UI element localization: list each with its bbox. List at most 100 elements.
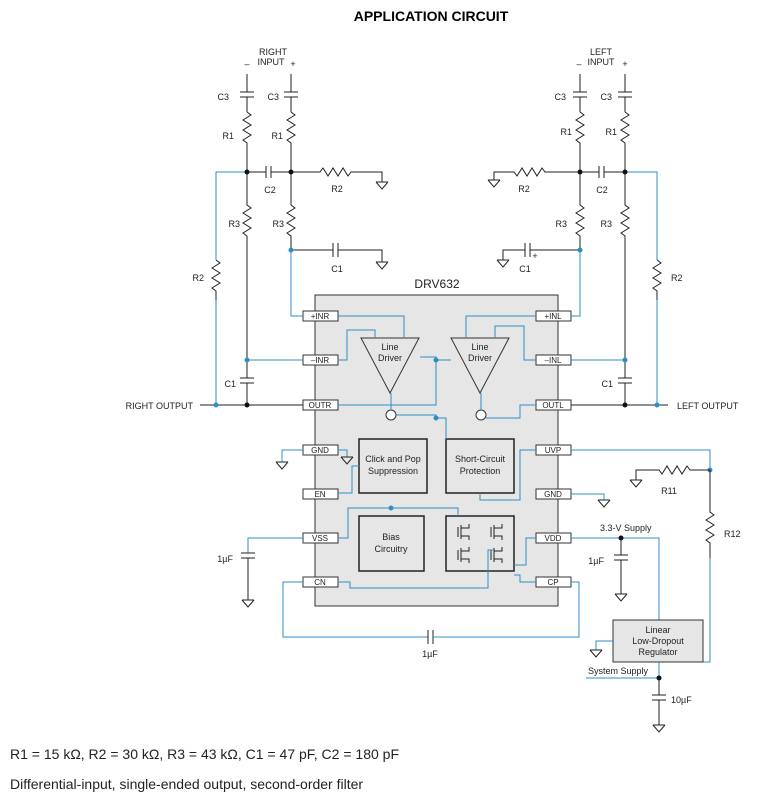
right-c3-plus-label: C3 <box>267 92 279 102</box>
right-c1-feedback-label: C1 <box>224 379 236 389</box>
right-r3-minus-label: R3 <box>228 219 240 229</box>
short-circuit-label-1: Short-Circuit <box>455 454 506 464</box>
click-pop-label-2: Suppression <box>368 466 418 476</box>
node-dot <box>622 357 628 363</box>
node-dot <box>213 402 219 408</box>
left-c1-ground-label: C1 <box>519 264 531 274</box>
left-side-external: 1µF 1µF <box>217 449 580 659</box>
pin-vss: VSS <box>312 534 328 543</box>
left-c3-plus-label: C3 <box>600 92 612 102</box>
right-c1-ground-label: C1 <box>331 264 343 274</box>
left-input-plus: + <box>622 59 627 69</box>
system-capacitor-label: 10µF <box>671 695 692 705</box>
node-dot <box>244 169 250 175</box>
supply-33-label: 3.3-V Supply <box>600 523 652 533</box>
right-side-external: R11 R12 1µF 3.3-V Supply Linear Low-Drop… <box>571 449 741 733</box>
line-driver-right-label-2: Driver <box>378 353 402 363</box>
bias-circuitry-block <box>358 515 425 572</box>
click-pop-suppression-block <box>358 438 428 494</box>
right-c2-label: C2 <box>264 185 276 195</box>
short-circuit-label-2: Protection <box>460 466 501 476</box>
left-r3-minus-label: R3 <box>555 219 567 229</box>
junction-dot <box>433 357 439 363</box>
pin-gnd-left: GND <box>311 446 329 455</box>
left-output-label: LEFT OUTPUT <box>677 401 739 411</box>
left-input-minus: – <box>576 59 581 69</box>
right-r2-ground-label: R2 <box>331 184 343 194</box>
ldo-label-3: Regulator <box>638 647 677 657</box>
right-input-plus: + <box>290 59 295 69</box>
pin-inl-plus: +INL <box>544 312 562 321</box>
pin-cn: CN <box>314 578 326 587</box>
node-dot <box>244 357 250 363</box>
vdd-capacitor-label: 1µF <box>588 556 604 566</box>
right-input-network: RIGHT INPUT – + C3 R1 C3 R1 C2 R2 R3 R3 … <box>126 47 389 411</box>
r11-label: R11 <box>661 486 677 496</box>
left-c3-minus-label: C3 <box>554 92 566 102</box>
line-driver-right-triangle <box>360 337 420 395</box>
left-input-label-2: INPUT <box>588 57 616 67</box>
node-dot <box>244 402 250 408</box>
right-output-label: RIGHT OUTPUT <box>126 401 194 411</box>
left-r2-ground-label: R2 <box>518 184 530 194</box>
line-driver-left-output-bubble <box>475 409 487 421</box>
node-dot <box>577 247 583 253</box>
line-driver-left-label-1: Line <box>471 342 488 352</box>
right-input-minus: – <box>244 59 249 69</box>
charge-pump-switch-block <box>445 515 515 572</box>
right-r1-minus-label: R1 <box>222 131 234 141</box>
pin-uvp: UVP <box>545 446 561 455</box>
left-c2-label: C2 <box>596 185 608 195</box>
right-r3-plus-label: R3 <box>272 219 284 229</box>
left-c1-feedback-label: C1 <box>601 379 613 389</box>
pin-inr-plus: +INR <box>311 312 330 321</box>
pin-en: EN <box>314 490 325 499</box>
line-driver-right-output-bubble <box>385 409 397 421</box>
pin-vdd: VDD <box>545 534 562 543</box>
junction-dot <box>433 415 439 421</box>
bias-label-2: Circuitry <box>375 544 408 554</box>
left-r1-plus-label: R1 <box>605 127 617 137</box>
flying-capacitor-label: 1µF <box>422 649 438 659</box>
component-values-caption: R1 = 15 kΩ, R2 = 30 kΩ, R3 = 43 kΩ, C1 =… <box>10 746 399 762</box>
right-c3-minus-label: C3 <box>217 92 229 102</box>
left-r2-feedback-label: R2 <box>671 273 683 283</box>
pin-cp: CP <box>547 578 558 587</box>
pin-inl-minus: –INL <box>545 356 562 365</box>
pin-outl: OUTL <box>542 401 564 410</box>
diagram-title: APPLICATION CIRCUIT <box>354 8 509 24</box>
right-r2-feedback-label: R2 <box>192 273 204 283</box>
charge-pump-transistors <box>457 524 503 563</box>
vss-capacitor-label: 1µF <box>217 554 233 564</box>
left-r3-plus-label: R3 <box>600 219 612 229</box>
right-input-label: RIGHT <box>259 47 288 57</box>
ldo-regulator-block <box>612 619 704 663</box>
ldo-label-2: Low-Dropout <box>632 636 684 646</box>
system-supply-label: System Supply <box>588 666 649 676</box>
r12-label: R12 <box>724 529 741 539</box>
left-input-network: LEFT INPUT – + C3 R1 C3 R1 C2 R2 R3 R3 C… <box>487 47 739 411</box>
left-c1-plus-mark: + <box>532 251 537 261</box>
right-input-label-2: INPUT <box>258 57 286 67</box>
node-dot <box>288 169 294 175</box>
right-r1-plus-label: R1 <box>271 131 283 141</box>
node-dot <box>622 402 628 408</box>
circuit-description-caption: Differential-input, single-ended output,… <box>10 776 364 792</box>
click-pop-label-1: Click and Pop <box>365 454 421 464</box>
junction-dot <box>388 505 394 511</box>
node-dot <box>577 169 583 175</box>
left-r1-minus-label: R1 <box>560 127 572 137</box>
bias-label-1: Bias <box>382 532 400 542</box>
line-driver-right-label-1: Line <box>381 342 398 352</box>
left-input-label: LEFT <box>590 47 613 57</box>
node-dot <box>654 402 660 408</box>
node-dot <box>622 169 628 175</box>
chip-body <box>314 294 559 607</box>
pin-inr-minus: –INR <box>311 356 329 365</box>
pin-gnd-right: GND <box>544 490 562 499</box>
line-driver-left-triangle <box>450 337 510 395</box>
chip-name: DRV632 <box>414 277 459 291</box>
pin-outr: OUTR <box>309 401 332 410</box>
ldo-label-1: Linear <box>645 625 670 635</box>
application-circuit-diagram: APPLICATION CIRCUIT DRV632 +INR –INR OUT… <box>126 8 741 733</box>
